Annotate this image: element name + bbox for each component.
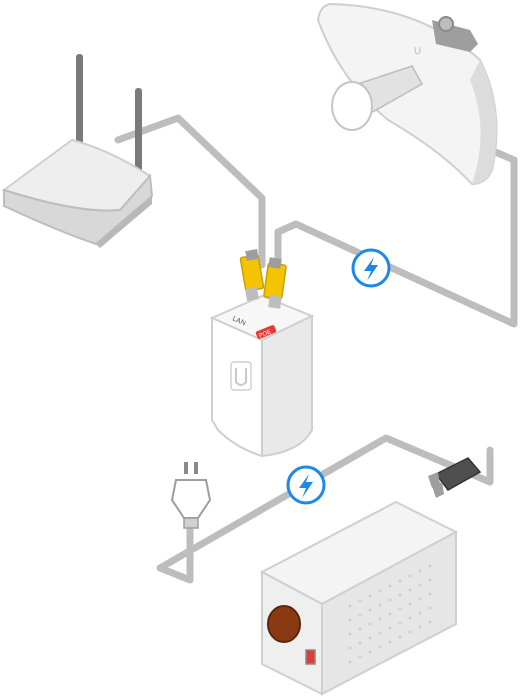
port-poe-badge bbox=[255, 325, 277, 339]
router bbox=[1, 54, 154, 248]
ups-window bbox=[267, 605, 301, 643]
poe-adapter: LAN POE bbox=[209, 249, 315, 458]
dish-mount-bolt bbox=[438, 16, 454, 32]
adapter-side-right bbox=[261, 314, 313, 458]
cable-router-to-lan bbox=[114, 114, 266, 269]
cables bbox=[114, 114, 518, 584]
router-antenna-left bbox=[76, 54, 83, 146]
port-lan-label: LAN bbox=[231, 315, 246, 327]
connector-poe bbox=[263, 257, 287, 309]
dish-logo-icon: U bbox=[414, 46, 421, 57]
dish-feed-head bbox=[331, 81, 373, 131]
router-body-side bbox=[3, 173, 154, 246]
lightning-bolt-icon bbox=[299, 474, 313, 498]
ups-power-switch-icon bbox=[305, 649, 316, 665]
router-antenna-right bbox=[135, 88, 142, 184]
ups-unit bbox=[259, 500, 459, 696]
lightning-bolt-icon bbox=[364, 257, 378, 281]
router-body-front bbox=[96, 196, 152, 248]
power-badge-data-line bbox=[351, 248, 391, 288]
connector-lan bbox=[239, 249, 265, 301]
ups-vents bbox=[348, 564, 432, 664]
antenna-dish: U bbox=[316, 2, 498, 186]
ubiquiti-logo-icon bbox=[230, 361, 252, 391]
port-poe-label: POE bbox=[258, 329, 272, 339]
wall-plug bbox=[428, 457, 482, 498]
power-badge-ac-line bbox=[286, 465, 326, 505]
dish-rim bbox=[470, 60, 497, 184]
iec-plug bbox=[170, 462, 212, 529]
cable-adapter-power bbox=[156, 434, 494, 584]
cable-poe-to-antenna bbox=[274, 144, 518, 328]
